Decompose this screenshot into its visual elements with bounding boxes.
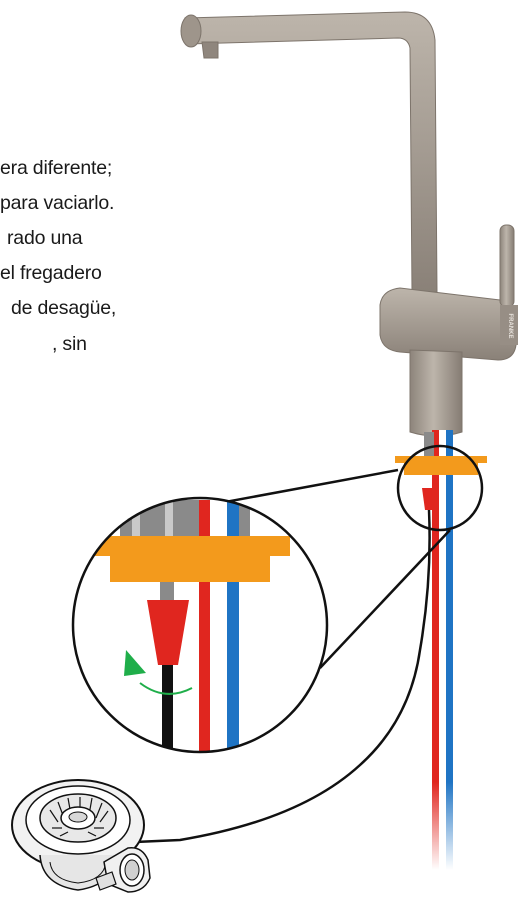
zoom-drain-connector — [147, 600, 189, 665]
sink-drain-strainer-icon — [11, 779, 151, 893]
cold-water-pipe — [446, 430, 453, 870]
supply-pipes — [432, 430, 453, 870]
kitchen-faucet: FRANKE — [180, 11, 518, 437]
brand-label: FRANKE — [507, 314, 513, 339]
rotate-clockwise-arrow-icon — [124, 650, 193, 695]
zoom-drain-cord — [162, 665, 173, 752]
zoom-mounting-plate — [110, 556, 270, 582]
mounting-plate — [404, 463, 478, 475]
text-line-1: era diferente; — [0, 157, 113, 179]
zoom-connector-bottom — [319, 529, 451, 669]
drain-connector-small — [422, 488, 436, 510]
drain-cord — [134, 509, 431, 844]
grey-pipe-small — [424, 432, 434, 458]
text-line-2: para vaciarlo. — [0, 192, 115, 214]
text-line-4: el fregadero — [0, 262, 102, 284]
zoom-mounting-plate-top — [90, 536, 290, 556]
detail-highlight-circle — [396, 444, 484, 532]
zoom-hot-pipe — [199, 500, 210, 752]
text-line-6: , sin — [52, 333, 87, 355]
mounting-plate-top — [395, 456, 487, 463]
hot-water-pipe — [432, 430, 439, 870]
text-line-3: rado una — [7, 227, 83, 249]
zoom-detail — [71, 496, 329, 754]
text-line-5: de desagüe, — [11, 297, 117, 319]
